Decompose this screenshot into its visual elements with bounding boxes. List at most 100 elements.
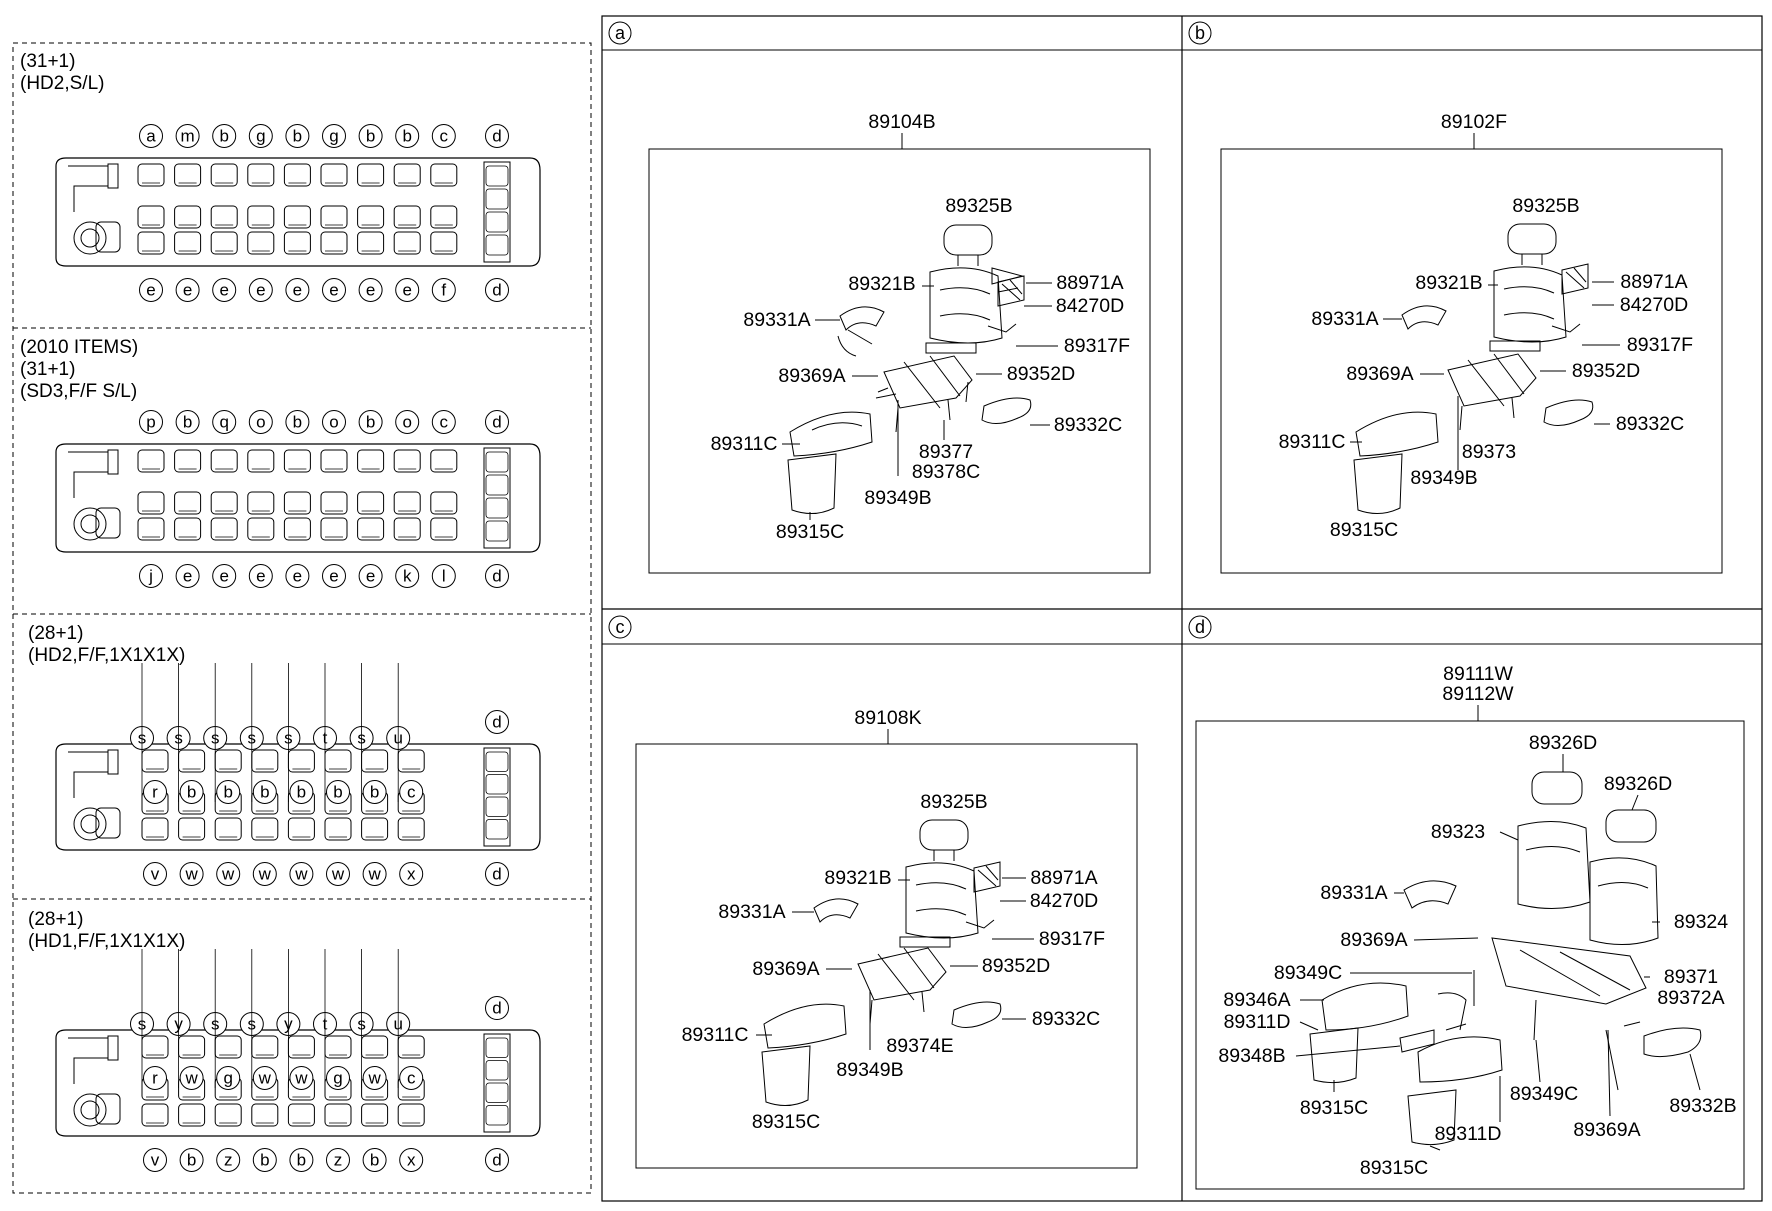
seat [393, 231, 421, 255]
panel-badge [1188, 21, 1212, 45]
bench-exploded-view [1309, 771, 1702, 1146]
callout-label: 89321B [1415, 272, 1482, 294]
callout-label: 89311D [1224, 1011, 1291, 1033]
seat [141, 817, 169, 841]
callout-label: 89326D [1604, 773, 1672, 795]
seat-code-circle [431, 564, 456, 588]
driver-seat [95, 1093, 121, 1125]
seat [320, 449, 348, 473]
seat-code-letter: x [407, 1151, 416, 1170]
rear-seat [485, 1082, 509, 1103]
seat [430, 491, 458, 515]
config-title-line: (HD2,F/F,1X1X1X) [28, 645, 185, 666]
seat [397, 1103, 425, 1127]
seat [320, 205, 348, 229]
rear-seat [485, 497, 509, 519]
assembly-number: 89104B [868, 111, 935, 133]
seat-code-letter: b [370, 1151, 379, 1170]
seat-code-letter: e [146, 281, 155, 300]
seat [283, 231, 311, 255]
seat-code-circle [212, 278, 237, 302]
config-title-line: (28+1) [28, 623, 83, 644]
panel-badge [608, 21, 632, 45]
seat [210, 449, 238, 473]
seat [214, 1103, 242, 1127]
seat [283, 163, 311, 187]
steering-wheel [73, 507, 107, 541]
seat [430, 205, 458, 229]
driver-seat [95, 507, 121, 539]
panel-letter: a [615, 23, 626, 43]
callout-label: 89374E [886, 1035, 953, 1057]
callout-label: 89332C [1032, 1008, 1100, 1030]
seat [247, 231, 275, 255]
callout-label: 89323 [1431, 821, 1485, 843]
panel-a: a 89104B 89325B 89321B 88971A [608, 21, 1151, 574]
seat [357, 163, 385, 187]
seat [393, 205, 421, 229]
config-block: (2010 ITEMS)(31+1)(SD3,F/F S/L)pjbeqeoeb… [20, 337, 541, 588]
panel-letter: b [1195, 23, 1205, 43]
callout-label: 89311C [711, 433, 778, 455]
seat-code-circle [485, 124, 509, 148]
seat-code-letter: b [187, 1151, 196, 1170]
driver-seat [95, 807, 121, 839]
frame-shape [883, 355, 973, 409]
seat-code-letter: d [492, 567, 501, 586]
seat-code-letter: b [297, 1151, 306, 1170]
seat [137, 231, 165, 255]
seat [357, 205, 385, 229]
seat-code-letter: g [329, 127, 338, 146]
seat-code-letter: e [219, 567, 228, 586]
seat [137, 449, 165, 473]
callout-label: 89349B [864, 487, 931, 509]
seat-code-letter: b [297, 783, 306, 802]
callout-label: 89332C [1054, 414, 1122, 436]
seat-code-letter: g [333, 1069, 342, 1088]
seat-code-circle [289, 1066, 314, 1090]
bracket-shape [987, 323, 1017, 333]
callout-label: 89378C [912, 461, 980, 483]
seat-code-circle [395, 564, 420, 588]
seat-code-letter: g [256, 127, 265, 146]
seat-code-circle [322, 564, 346, 588]
seat-code-circle [143, 1066, 167, 1090]
bus-outline [55, 1029, 541, 1137]
callout-label: 89311C [682, 1024, 749, 1046]
dash-panel [107, 163, 119, 189]
seat-code-circle [362, 780, 387, 804]
rear-seat [485, 1037, 509, 1058]
seat [174, 449, 202, 473]
cushion-cover-shape [787, 453, 837, 514]
seat-code-circle [212, 410, 237, 434]
seatback-shape [929, 267, 1003, 344]
steering-hub [80, 514, 100, 534]
seat [247, 491, 275, 515]
seat-code-circle [252, 1148, 277, 1172]
seat-code-circle [431, 124, 456, 148]
callout-label: 89317F [1627, 334, 1693, 356]
seat [361, 817, 389, 841]
seat-code-circle [248, 124, 273, 148]
seat-code-circle [326, 780, 350, 804]
seat-code-circle [485, 410, 509, 434]
seat-code-letter: d [492, 865, 501, 884]
seat [430, 449, 458, 473]
seat-code-circle [326, 1148, 350, 1172]
headrest-shape [943, 224, 993, 256]
seat-code-circle [322, 410, 346, 434]
assembly-number: 89112W [1442, 683, 1514, 705]
seat-code-circle [395, 410, 420, 434]
rear-seat [485, 751, 509, 772]
panel-b: b 89102F 89325B 89321B 88971A 84270D 893… [1188, 21, 1723, 574]
seat-code-letter: b [366, 127, 375, 146]
seat-code-letter: w [184, 865, 198, 884]
seat-code-circle [175, 278, 200, 302]
seat-code-circle [431, 278, 456, 302]
seat-code-letter: d [492, 127, 501, 146]
callout-label: 89326D [1529, 732, 1597, 754]
callout-label: 88971A [1056, 272, 1123, 294]
callout-label: 89377 [919, 441, 973, 463]
seat-code-letter: v [151, 1151, 160, 1170]
steering-wheel [73, 807, 107, 841]
